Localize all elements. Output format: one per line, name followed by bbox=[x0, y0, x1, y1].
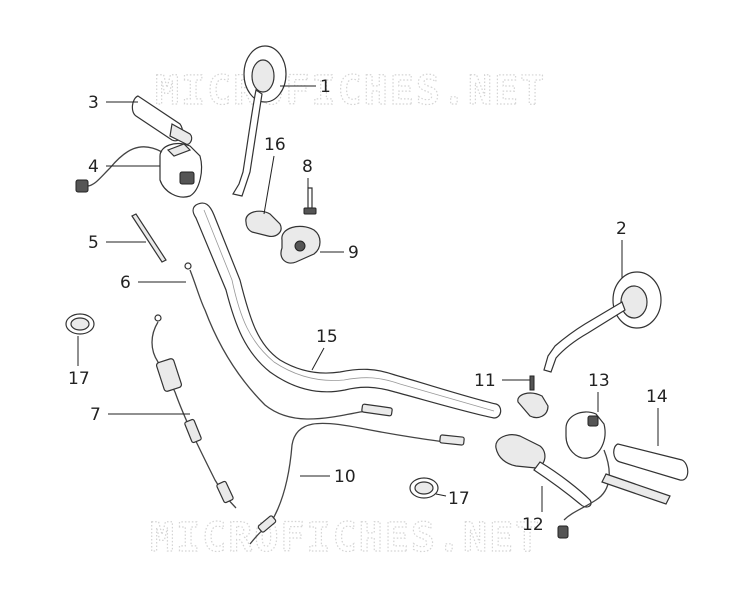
callout-8: 8 bbox=[302, 157, 313, 177]
small-screw bbox=[529, 375, 535, 391]
lever-bracket bbox=[245, 210, 282, 237]
left-mirror bbox=[232, 45, 287, 197]
callout-9: 9 bbox=[348, 243, 359, 263]
handlebar bbox=[192, 202, 502, 419]
choke-cable bbox=[249, 422, 465, 545]
callout-labels: 1 2 3 4 5 6 7 8 9 10 11 12 13 14 15 16 1… bbox=[68, 77, 668, 535]
callout-3: 3 bbox=[88, 93, 99, 113]
callout-17a: 17 bbox=[68, 369, 90, 389]
watermark-top: MICROFICHES.NET bbox=[155, 68, 546, 114]
callout-1: 1 bbox=[320, 77, 331, 97]
cable-clamp-right bbox=[409, 477, 439, 499]
cable-clamp-left bbox=[65, 313, 95, 335]
callout-5: 5 bbox=[88, 233, 99, 253]
callout-4: 4 bbox=[88, 157, 99, 177]
bracket-clamp bbox=[517, 392, 549, 419]
throttle-pin bbox=[131, 213, 167, 263]
brake-lever bbox=[495, 434, 592, 508]
callout-10: 10 bbox=[334, 467, 356, 487]
callout-13: 13 bbox=[588, 371, 610, 391]
callout-17b: 17 bbox=[448, 489, 470, 509]
bolt bbox=[303, 187, 317, 215]
callout-15: 15 bbox=[316, 327, 338, 347]
right-grip bbox=[601, 443, 689, 505]
callout-11: 11 bbox=[474, 371, 496, 391]
callout-6: 6 bbox=[120, 273, 131, 293]
leader-lines bbox=[77, 85, 659, 512]
callout-16: 16 bbox=[264, 135, 286, 155]
left-grip bbox=[131, 95, 193, 145]
right-switch-housing bbox=[557, 411, 610, 539]
watermark-bottom: MICROFICHES.NET bbox=[150, 515, 541, 561]
lever-mount-clamp bbox=[280, 225, 321, 264]
left-switch-housing bbox=[75, 143, 203, 198]
callout-14: 14 bbox=[646, 387, 668, 407]
callout-2: 2 bbox=[616, 219, 627, 239]
throttle-cable bbox=[184, 262, 393, 420]
clutch-cable bbox=[151, 314, 237, 509]
callout-7: 7 bbox=[90, 405, 101, 425]
callout-12: 12 bbox=[522, 515, 544, 535]
right-mirror bbox=[543, 271, 662, 373]
